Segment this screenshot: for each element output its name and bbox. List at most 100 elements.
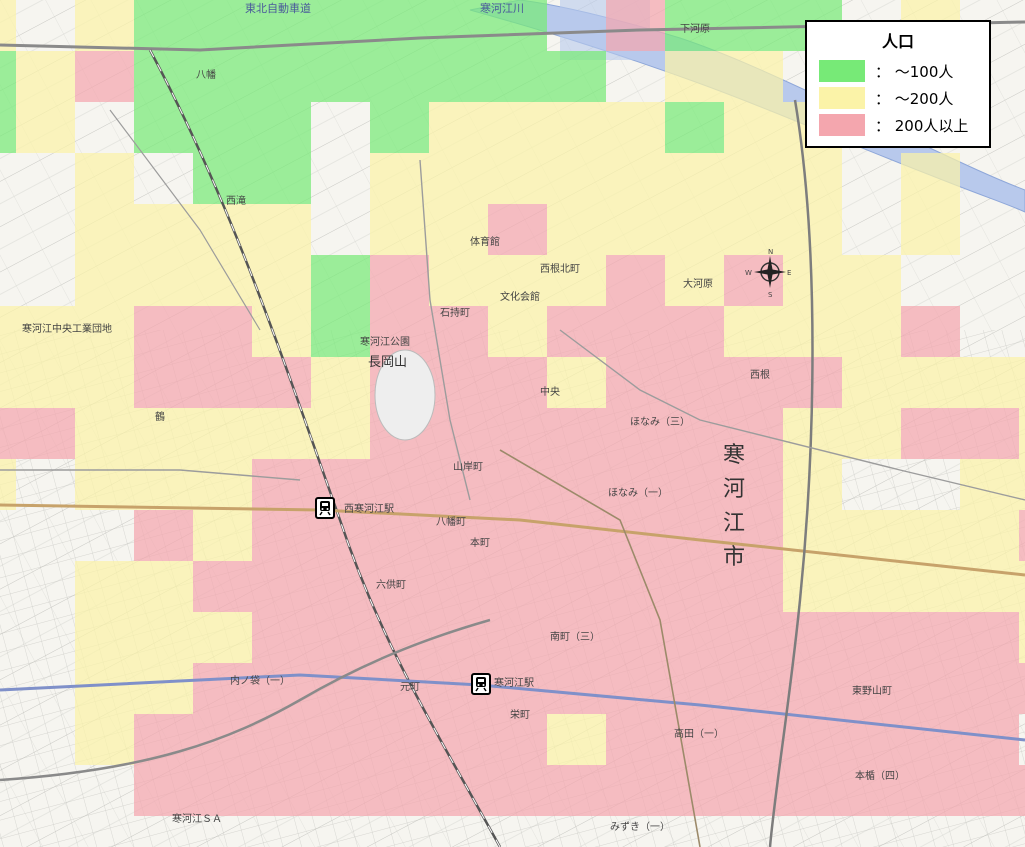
mesh-cell: [901, 612, 960, 663]
mesh-cell: [252, 459, 311, 510]
mesh-cell: [370, 714, 429, 765]
label-hanami1: ほなみ（一）: [608, 487, 668, 499]
mesh-cell: [488, 357, 547, 408]
mesh-cell: [547, 306, 606, 357]
mesh-cell: [311, 561, 370, 612]
mesh-cell: [370, 204, 429, 255]
mesh-cell: [606, 663, 665, 714]
mesh-cell: [0, 357, 16, 408]
mesh-cell: [488, 408, 547, 459]
label-honbashi: 本楯（四）: [855, 769, 905, 782]
mesh-cell: [252, 765, 311, 816]
mesh-cell: [724, 51, 783, 102]
mesh-cell: [488, 153, 547, 204]
legend-row-low: ： 〜100人: [819, 60, 953, 82]
mesh-cell: [665, 204, 724, 255]
mesh-cell: [311, 51, 370, 102]
mesh-cell: [1019, 561, 1025, 612]
map-legend: 人口 ： 〜100人 ： 〜200人 ： 200人以上: [805, 20, 991, 148]
mesh-cell: [842, 765, 901, 816]
mesh-cell: [1019, 459, 1025, 510]
mesh-cell: [370, 765, 429, 816]
mesh-cell: [960, 357, 1019, 408]
mesh-cell: [370, 459, 429, 510]
legend-title: 人口: [881, 32, 914, 51]
mesh-cell: [252, 612, 311, 663]
mesh-cell: [547, 51, 606, 102]
mesh-cell: [134, 561, 193, 612]
mesh-cell: [75, 714, 134, 765]
mesh-cell: [0, 0, 16, 51]
mesh-cell: [75, 51, 134, 102]
mesh-cell: [724, 510, 783, 561]
mesh-cell: [429, 357, 488, 408]
city-char-2: 河: [723, 477, 745, 502]
mesh-cell: [370, 663, 429, 714]
label-shimoyama: 東野山町: [852, 684, 892, 697]
mesh-cell: [901, 714, 960, 765]
mesh-cell: [134, 204, 193, 255]
mesh-cell: [134, 408, 193, 459]
mesh-cell: [193, 102, 252, 153]
label-uchinobukuro: 内ノ袋（一）: [230, 674, 290, 687]
legend-swatch-low: [819, 60, 865, 82]
mesh-cell: [193, 357, 252, 408]
mesh-cell: [75, 204, 134, 255]
mesh-cell: [370, 51, 429, 102]
mesh-cell: [75, 306, 134, 357]
mesh-cell: [193, 561, 252, 612]
mesh-cell: [0, 102, 16, 153]
mesh-cell: [842, 663, 901, 714]
mesh-cell: [193, 0, 252, 51]
mesh-cell: [252, 408, 311, 459]
mesh-cell: [783, 561, 842, 612]
mesh-cell: [370, 306, 429, 357]
mesh-cell: [429, 459, 488, 510]
mesh-cell: [16, 408, 75, 459]
mesh-cell: [488, 255, 547, 306]
mesh-cell: [429, 561, 488, 612]
mesh-cell: [783, 153, 842, 204]
svg-text:W: W: [745, 269, 752, 277]
label-nishitaki: 西滝: [226, 195, 246, 207]
mesh-cell: [665, 765, 724, 816]
mesh-cell: [134, 0, 193, 51]
label-nishinekita: 西根北町: [540, 262, 580, 275]
mesh-cell: [134, 102, 193, 153]
mesh-cell: [370, 561, 429, 612]
mesh-cell: [75, 408, 134, 459]
mesh-cell: [547, 102, 606, 153]
mesh-cell: [606, 357, 665, 408]
mesh-cell: [429, 255, 488, 306]
legend-row-mid: ： 〜200人: [819, 87, 953, 109]
mesh-cell: [547, 510, 606, 561]
mesh-cell: [842, 357, 901, 408]
mesh-cell: [252, 204, 311, 255]
legend-row-high: ： 200人以上: [819, 114, 968, 136]
mesh-cell: [252, 714, 311, 765]
mesh-cell: [193, 663, 252, 714]
svg-text:S: S: [768, 291, 773, 299]
train-station-icon[interactable]: [315, 497, 335, 519]
train-station-icon[interactable]: [471, 673, 491, 695]
mesh-cell: [901, 408, 960, 459]
mesh-cell: [252, 153, 311, 204]
mesh-cell: [252, 102, 311, 153]
mesh-cell: [193, 306, 252, 357]
mesh-cell: [665, 102, 724, 153]
city-char-1: 寒: [723, 443, 745, 468]
mesh-cell: [134, 612, 193, 663]
mesh-cell: [960, 408, 1019, 459]
mesh-cell: [547, 459, 606, 510]
mesh-cell: [0, 51, 16, 102]
park-hill: [374, 349, 436, 441]
mesh-cell: [16, 51, 75, 102]
mesh-cell: [547, 714, 606, 765]
label-hanami: ほなみ（三）: [630, 416, 690, 428]
mesh-cell: [0, 459, 16, 510]
station-label-nishi-sagae: 西寒河江駅: [344, 502, 394, 515]
mesh-cell: [1019, 765, 1025, 816]
label-mizuki: みずき（一）: [610, 821, 670, 833]
mesh-cell: [665, 306, 724, 357]
